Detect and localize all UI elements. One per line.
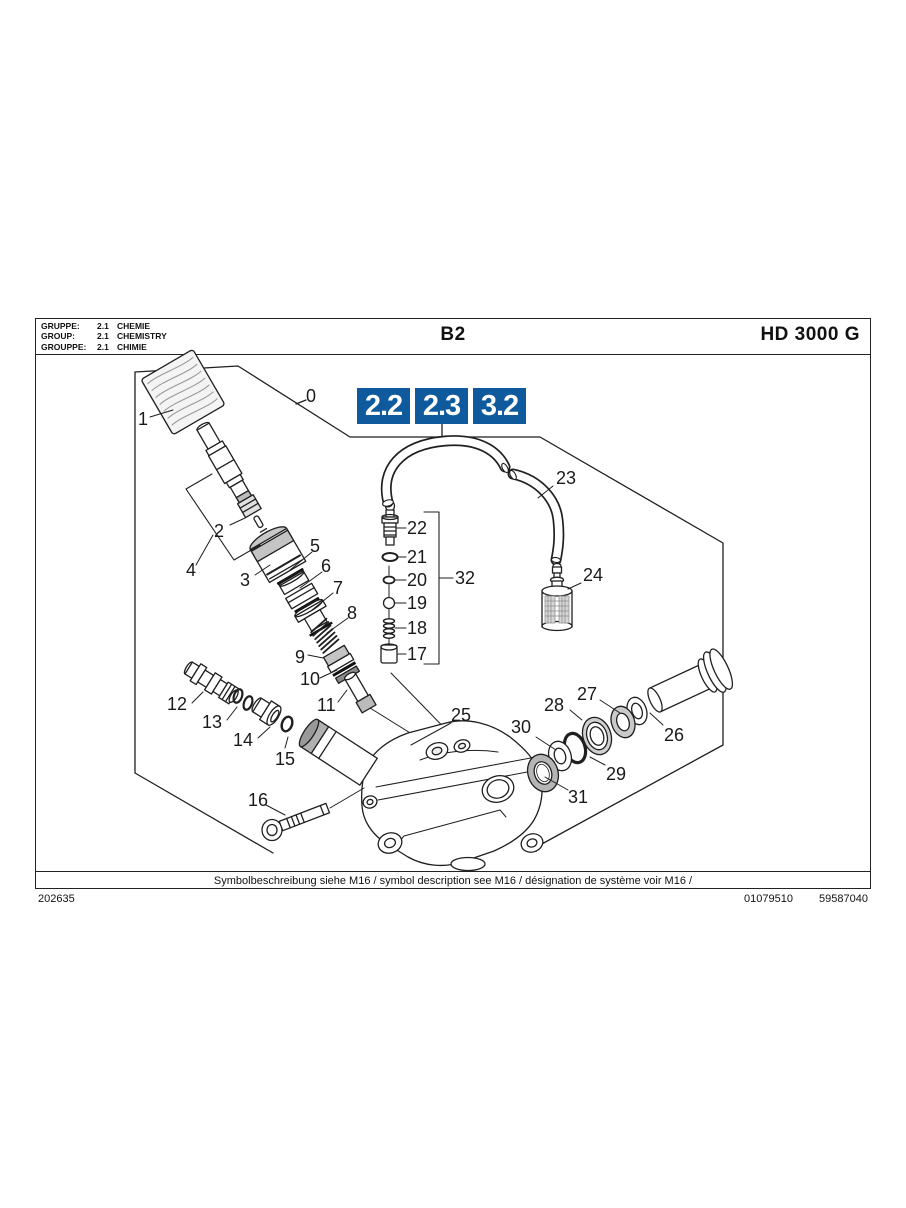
drawing-border xyxy=(35,318,871,889)
model-name: HD 3000 G xyxy=(760,324,860,345)
group-ref-badge-2-3[interactable]: 2.3 xyxy=(415,388,468,424)
group-name: CHEMISTRY xyxy=(117,331,167,342)
group-ref-badge-3-2[interactable]: 3.2 xyxy=(473,388,526,424)
group-row-en: GROUP: 2.1 CHEMISTRY xyxy=(41,331,167,341)
document-numbers: 202635 01079510 59587040 xyxy=(35,893,871,907)
group-name: CHIMIE xyxy=(117,341,147,352)
header-bar: GRUPPE: 2.1 CHEMIE GROUP: 2.1 CHEMISTRY … xyxy=(35,318,871,355)
group-label: GRUPPE: xyxy=(41,321,80,331)
group-number: 2.1 xyxy=(97,331,109,342)
footer-note-bar: Symbolbeschreibung siehe M16 / symbol de… xyxy=(35,871,871,889)
group-label: GROUPPE: xyxy=(41,341,87,352)
group-number: 2.1 xyxy=(97,341,109,352)
doc-number-right: 59587040 xyxy=(819,893,868,905)
group-row-de: GRUPPE: 2.1 CHEMIE xyxy=(41,321,167,331)
group-row-fr: GROUPPE: 2.1 CHIMIE xyxy=(41,342,167,352)
group-name: CHEMIE xyxy=(117,321,151,331)
group-info: GRUPPE: 2.1 CHEMIE GROUP: 2.1 CHEMISTRY … xyxy=(41,321,167,352)
doc-number-left: 202635 xyxy=(38,893,75,905)
doc-number-mid: 01079510 xyxy=(744,893,793,905)
symbol-note: Symbolbeschreibung siehe M16 / symbol de… xyxy=(213,875,693,887)
group-number: 2.1 xyxy=(97,321,109,331)
page-code: B2 xyxy=(440,324,466,345)
group-label: GROUP: xyxy=(41,331,75,342)
group-ref-badge-2-2[interactable]: 2.2 xyxy=(357,388,410,424)
